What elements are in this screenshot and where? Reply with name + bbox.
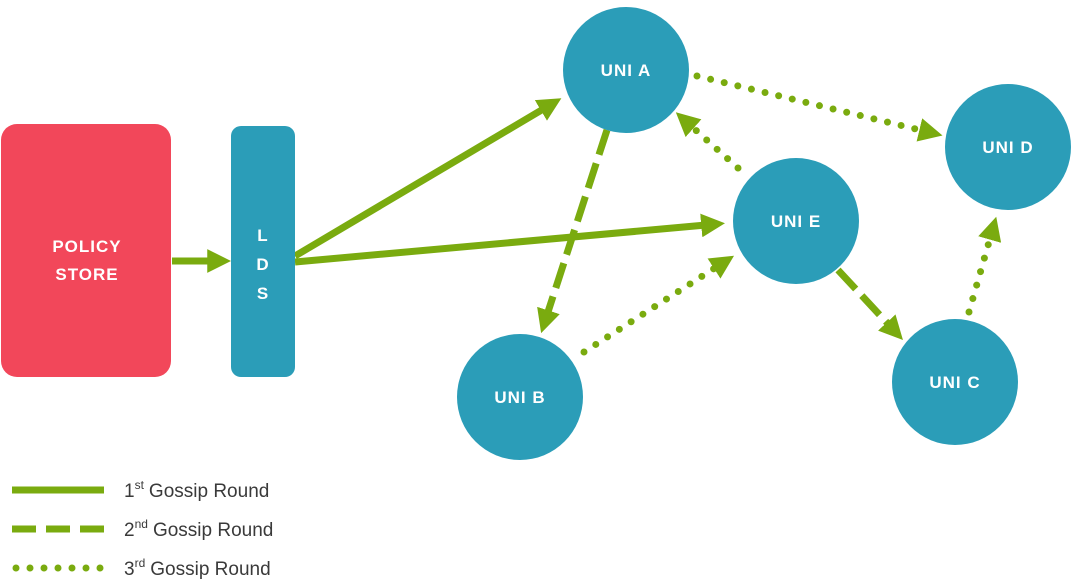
uni-d-circle bbox=[945, 84, 1071, 210]
uni-b-circle bbox=[457, 334, 583, 460]
legend-sup-2: nd bbox=[135, 517, 148, 531]
uni-d-node: UNI D bbox=[945, 84, 1071, 210]
uni-d-label: UNI D bbox=[982, 138, 1033, 157]
lds-letter-d: D bbox=[256, 255, 269, 274]
edges bbox=[172, 72, 1002, 356]
uni-c-circle bbox=[892, 319, 1018, 445]
uni-e-label: UNI E bbox=[771, 212, 821, 231]
lds-letter-l: L bbox=[257, 226, 268, 245]
uni-a-node: UNI A bbox=[563, 7, 689, 133]
uni-a-circle bbox=[563, 7, 689, 133]
legend-label-round-2: 2nd Gossip Round bbox=[124, 517, 273, 541]
edge-lds-to-uni-a bbox=[293, 98, 562, 260]
uni-c-node: UNI C bbox=[892, 319, 1018, 445]
lds-rect bbox=[231, 126, 295, 377]
uni-a-label: UNI A bbox=[601, 61, 652, 80]
policy-store-label-line1: POLICY bbox=[52, 237, 121, 256]
legend-sup-3: rd bbox=[135, 556, 146, 570]
legend-text-3: Gossip Round bbox=[150, 559, 270, 580]
legend-text-2: Gossip Round bbox=[153, 520, 273, 541]
legend-number-3: 3 bbox=[124, 559, 135, 580]
uni-e-circle bbox=[733, 158, 859, 284]
legend-label-round-3: 3rd Gossip Round bbox=[124, 556, 271, 580]
legend-text-1: Gossip Round bbox=[149, 481, 269, 502]
legend-item-round-3: 3rd Gossip Round bbox=[12, 556, 271, 580]
uni-c-label: UNI C bbox=[929, 373, 980, 392]
policy-store-box: POLICY STORE bbox=[1, 124, 171, 377]
edge-uni-a-to-uni-b bbox=[537, 128, 611, 334]
edge-lds-to-uni-e bbox=[294, 213, 725, 266]
legend-item-round-1: 1st Gossip Round bbox=[12, 478, 269, 502]
policy-store-rect bbox=[1, 124, 171, 377]
edge-uni-e-to-uni-c bbox=[835, 267, 903, 340]
edge-uni-c-to-uni-d bbox=[965, 216, 1002, 316]
legend-label-round-1: 1st Gossip Round bbox=[124, 478, 269, 502]
legend-number-1: 1 bbox=[124, 481, 135, 502]
legend-item-round-2: 2nd Gossip Round bbox=[12, 517, 273, 541]
edge-uni-a-to-uni-d bbox=[693, 72, 943, 142]
edge-uni-b-to-uni-e bbox=[580, 255, 735, 356]
uni-b-node: UNI B bbox=[457, 334, 583, 460]
lds-letter-s: S bbox=[257, 284, 269, 303]
edge-uni-e-to-uni-a bbox=[675, 112, 742, 172]
legend-sup-1: st bbox=[135, 478, 145, 492]
lds-box: L D S bbox=[231, 126, 295, 377]
policy-store-label-line2: STORE bbox=[55, 265, 118, 284]
legend-number-2: 2 bbox=[124, 520, 135, 541]
uni-b-label: UNI B bbox=[494, 388, 545, 407]
uni-e-node: UNI E bbox=[733, 158, 859, 284]
